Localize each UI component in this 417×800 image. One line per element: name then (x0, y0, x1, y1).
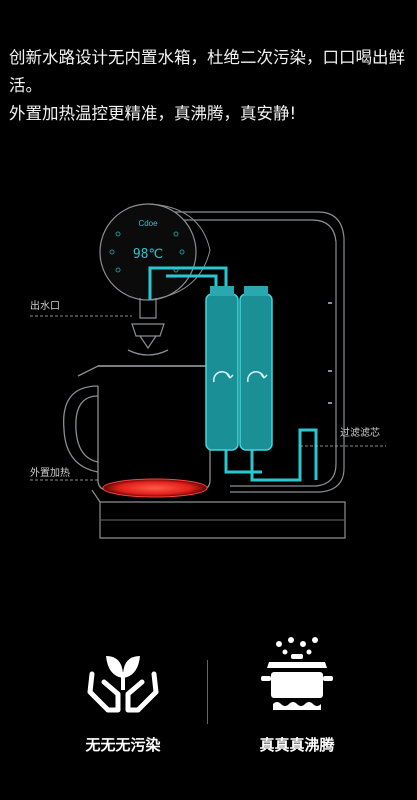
filter-cartridges (205, 286, 273, 451)
label-heater: 外置加热 (30, 468, 70, 479)
intro-line-2: 外置加热温控更精准，真沸腾，真安静! (9, 104, 297, 123)
feature-caption-no-pollution: 无无无污染 (85, 736, 161, 754)
intro-line-1: 创新水路设计无内置水箱，杜绝二次污染，口口喝出鲜活。 (9, 48, 405, 95)
product-diagram: Cdoe 98℃ (0, 190, 417, 550)
label-filter: 过滤滤芯 (340, 428, 380, 439)
display-brand: Cdoe (138, 219, 158, 228)
kettle-outline (62, 349, 211, 491)
hands-sprout-icon (87, 656, 159, 713)
callout-lines (30, 315, 386, 481)
feature-divider (207, 660, 208, 724)
intro-text: 创新水路设计无内置水箱，杜绝二次污染，口口喝出鲜活。 外置加热温控更精准，真沸腾… (9, 44, 409, 128)
control-display-head: Cdoe 98℃ (99, 203, 211, 301)
feature-caption-true-boiling: 真真真沸腾 (259, 736, 335, 754)
label-outlet: 出水口 (30, 301, 60, 312)
side-indicator-dots (328, 302, 332, 404)
feature-true-boiling: 真真真沸腾 (222, 634, 372, 755)
display-temperature: 98℃ (133, 247, 163, 262)
water-dispenser-illustration: Cdoe 98℃ (30, 203, 386, 539)
feature-no-pollution: 无无无污染 (48, 634, 198, 755)
boiling-pot-icon (261, 637, 333, 710)
machine-body-outline (91, 211, 346, 539)
heating-plate (102, 478, 208, 498)
water-pipe-path (148, 266, 318, 482)
water-outlet-nozzle (131, 298, 165, 350)
